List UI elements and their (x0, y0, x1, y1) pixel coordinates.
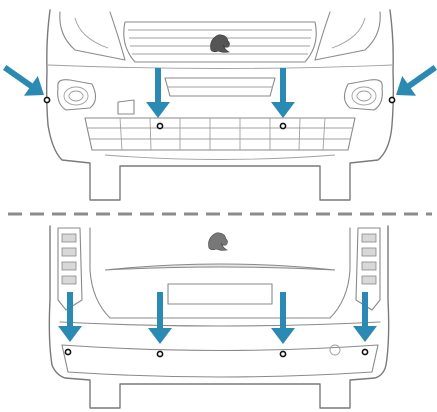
front-arrow-left-side (3, 65, 44, 96)
front-sensors (43, 96, 396, 130)
rear-sensor-left (64, 348, 72, 356)
front-arrow-center-left (146, 68, 170, 118)
left-headlight-inner (74, 17, 109, 49)
right-fog-light (343, 79, 383, 111)
front-sensor-left-side (43, 96, 51, 104)
front-sensor-right-side (388, 96, 396, 104)
rear-arrow-center-right (271, 292, 295, 344)
front-lion-emblem-icon (210, 34, 230, 53)
tailgate-chrome-strip (104, 263, 336, 271)
rear-sensors (64, 348, 369, 358)
front-bumper-outline (45, 9, 395, 201)
sensor-arrows (3, 65, 437, 344)
rear-sensor-center-left (156, 350, 164, 358)
licence-plate-recess (167, 283, 273, 305)
rear-arrow-left (58, 292, 82, 342)
front-sensor-center-right (279, 122, 287, 130)
front-arrow-right-side (396, 65, 437, 96)
rear-bumper-lower (61, 344, 379, 378)
rear-fog-light (329, 344, 341, 356)
tailgate (89, 227, 351, 319)
rear-bumper-top (59, 321, 381, 327)
lower-grille (84, 117, 356, 151)
hood-line (47, 64, 393, 69)
right-headlight (314, 11, 381, 61)
rear-arrow-right (353, 292, 377, 342)
rear-bumper-outline (48, 225, 390, 409)
upper-grille (123, 21, 317, 63)
front-skid-line (104, 154, 336, 160)
middle-grille (164, 77, 276, 97)
tow-hook-cover (117, 99, 135, 115)
rear-arrow-center-left (148, 292, 172, 344)
left-fog-light (57, 79, 97, 111)
front-sensor-center-left (156, 122, 164, 130)
right-headlight-inner (331, 17, 366, 49)
rear-sensor-right (361, 348, 369, 356)
rear-lion-emblem-icon (208, 232, 228, 251)
rear-sensor-center-right (279, 350, 287, 358)
front-view (45, 9, 395, 201)
left-headlight (59, 11, 126, 61)
rear-view (48, 225, 390, 409)
left-tail-light (57, 227, 83, 311)
lower-grille-mesh (88, 117, 352, 151)
front-arrow-center-right (271, 68, 295, 118)
